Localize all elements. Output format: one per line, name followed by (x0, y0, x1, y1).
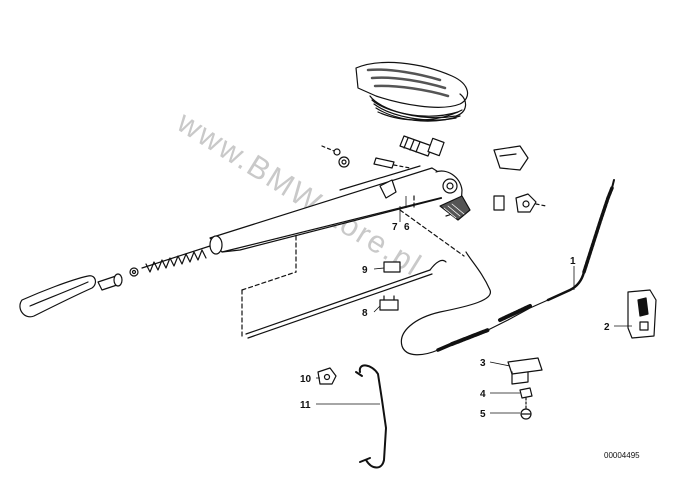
hex-nut-small (321, 145, 350, 168)
grommet (317, 367, 337, 385)
callout-6: 6 (404, 222, 410, 233)
callout-3: 3 (480, 358, 486, 369)
cable-holder (507, 357, 543, 385)
callout-8: 8 (362, 308, 368, 319)
rubber-boot (355, 61, 469, 122)
bent-wire-bracket (355, 364, 387, 469)
callout-4: 4 (480, 389, 486, 400)
hand-grip (19, 275, 97, 318)
clamp-clip (519, 387, 533, 399)
short-bolt (373, 157, 411, 169)
release-button (97, 267, 139, 291)
callout-1: 1 (570, 256, 576, 267)
leader-lines (316, 196, 632, 414)
drawing-number: 00004495 (604, 451, 640, 460)
callout-7: 7 (392, 222, 398, 233)
handbrake-lever (209, 165, 471, 255)
fixing-screw (520, 397, 532, 420)
callout-9: 9 (362, 265, 368, 276)
cable-bracket (627, 289, 657, 339)
assembly-lines (241, 195, 465, 337)
release-rod-spring (141, 245, 211, 273)
callout-5: 5 (480, 409, 486, 420)
callout-10: 10 (300, 374, 312, 385)
cable-guide-9 (383, 261, 401, 273)
retaining-clip (493, 195, 505, 211)
cable-guide-8 (379, 295, 399, 311)
pivot-bolt (399, 135, 445, 157)
pull-rod (245, 259, 447, 339)
callout-2: 2 (604, 322, 610, 333)
brake-cable (400, 179, 615, 356)
cover-plate (493, 145, 529, 171)
callout-11: 11 (300, 400, 311, 411)
lock-nut (515, 193, 547, 213)
